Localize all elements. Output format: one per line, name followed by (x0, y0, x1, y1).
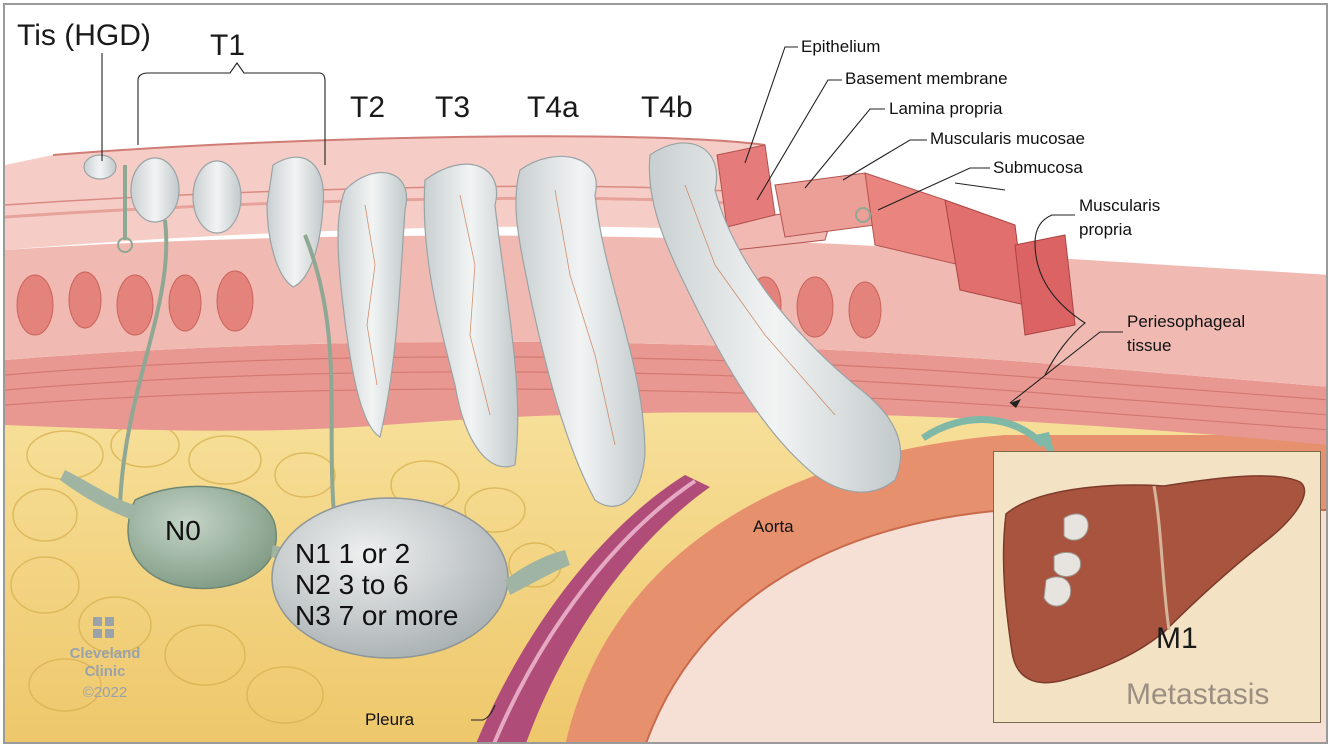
label-periesophageal-line1: Periesophageal (1127, 313, 1245, 330)
label-epithelium: Epithelium (801, 38, 880, 55)
stage-label-t4b: T4b (641, 93, 693, 123)
stage-label-t4a: T4a (527, 93, 579, 123)
label-muscularis-propria-line1: Muscularis (1079, 197, 1160, 214)
label-periesophageal-line2: tissue (1127, 337, 1171, 354)
node-n0 (128, 486, 276, 588)
brand-copyright: ©2022 (55, 684, 155, 701)
label-n3: N3 7 or more (295, 602, 458, 630)
label-metastasis: Metastasis (1126, 680, 1269, 710)
tumor-t1b-1 (193, 161, 241, 233)
label-lamina-propria: Lamina propria (889, 100, 1002, 117)
stage-label-t2: T2 (350, 93, 385, 123)
label-basement-membrane: Basement membrane (845, 70, 1008, 87)
stage-label-t3: T3 (435, 93, 470, 123)
brand-name: Cleveland Clinic (55, 645, 155, 681)
stage-label-t1: T1 (210, 31, 245, 61)
label-muscularis-mucosae: Muscularis mucosae (930, 130, 1085, 147)
label-aorta: Aorta (753, 518, 794, 535)
diagram-frame: Tis (HGD) T1 T2 T3 T4a T4b Epithelium Ba… (3, 3, 1328, 744)
stage-label-tis: Tis (HGD) (17, 21, 151, 51)
brand-name-line1: Cleveland (55, 645, 155, 663)
label-submucosa: Submucosa (993, 159, 1083, 176)
label-muscularis-propria-line2: propria (1079, 221, 1132, 238)
brand-name-line2: Clinic (55, 663, 155, 681)
metastasis-inset: M1 Metastasis (993, 451, 1321, 723)
tumor-tis (84, 155, 116, 179)
tumor-t1a (131, 158, 179, 222)
label-m1: M1 (1156, 624, 1198, 654)
label-pleura: Pleura (365, 711, 414, 728)
label-n1: N1 1 or 2 (295, 540, 410, 568)
label-n0: N0 (165, 517, 201, 545)
label-n2: N2 3 to 6 (295, 571, 409, 599)
